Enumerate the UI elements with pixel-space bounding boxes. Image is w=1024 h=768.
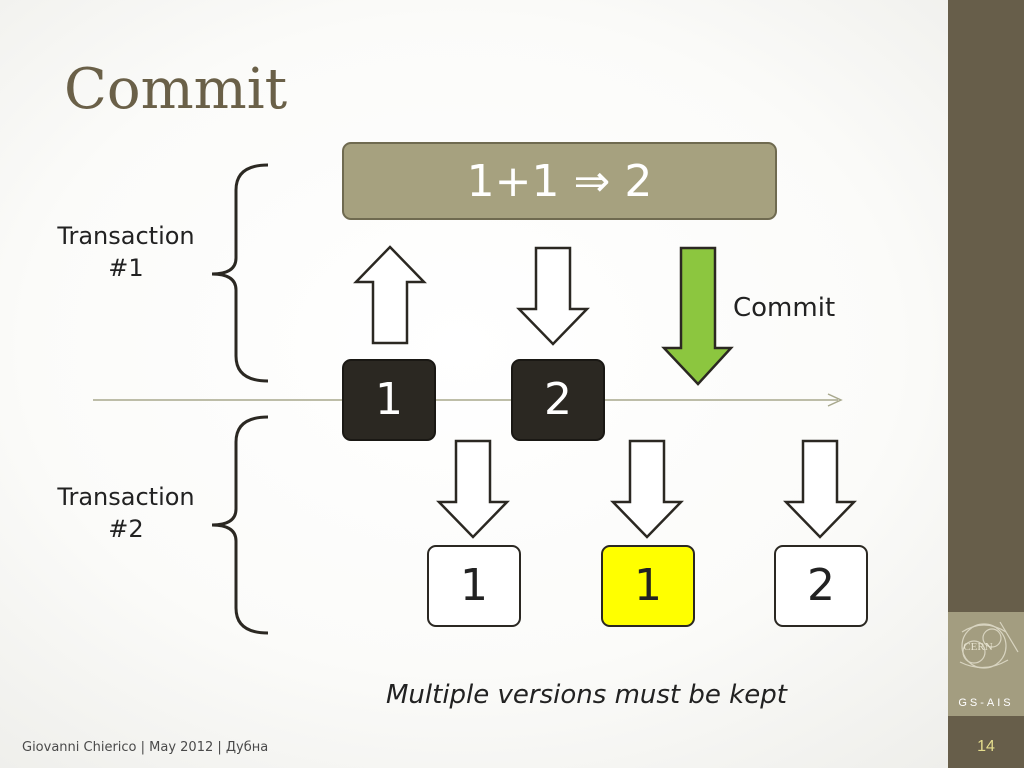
transaction-1-brace [211, 163, 269, 383]
read-arrow-down-1 [436, 439, 510, 539]
transaction-1-line2: #1 [108, 254, 144, 283]
timeline-box-2: 2 [511, 359, 605, 441]
note-text: Multiple versions must be kept [386, 680, 787, 710]
page-number: 14 [977, 738, 995, 755]
read-arrow-up [353, 245, 427, 345]
version-box-highlighted: 1 [601, 545, 695, 627]
commit-arrow [661, 246, 734, 386]
group-label: GS-AIS [958, 697, 1014, 709]
write-arrow-down [516, 246, 590, 346]
cern-logo: CERN [948, 612, 1024, 716]
transaction-2-label: Transaction #2 [36, 481, 216, 546]
transaction-2-line2: #2 [108, 515, 144, 544]
slide-title: Commit [64, 57, 288, 122]
commit-label: Commit [733, 293, 836, 323]
formula-box: 1+1 ⇒ 2 [342, 142, 777, 220]
footer-text: Giovanni Chierico | May 2012 | Дубна [22, 740, 269, 755]
read-arrow-down-2 [610, 439, 684, 539]
transaction-2-brace [211, 415, 269, 635]
version-box-3: 2 [774, 545, 868, 627]
transaction-1-line1: Transaction [57, 222, 195, 250]
transaction-1-label: Transaction #1 [36, 220, 216, 285]
cern-logo-text: CERN [963, 641, 992, 653]
read-arrow-down-3 [783, 439, 857, 539]
timeline-box-1: 1 [342, 359, 436, 441]
transaction-2-line1: Transaction [57, 483, 195, 511]
timeline-arrowhead [827, 393, 843, 407]
version-box-1: 1 [427, 545, 521, 627]
